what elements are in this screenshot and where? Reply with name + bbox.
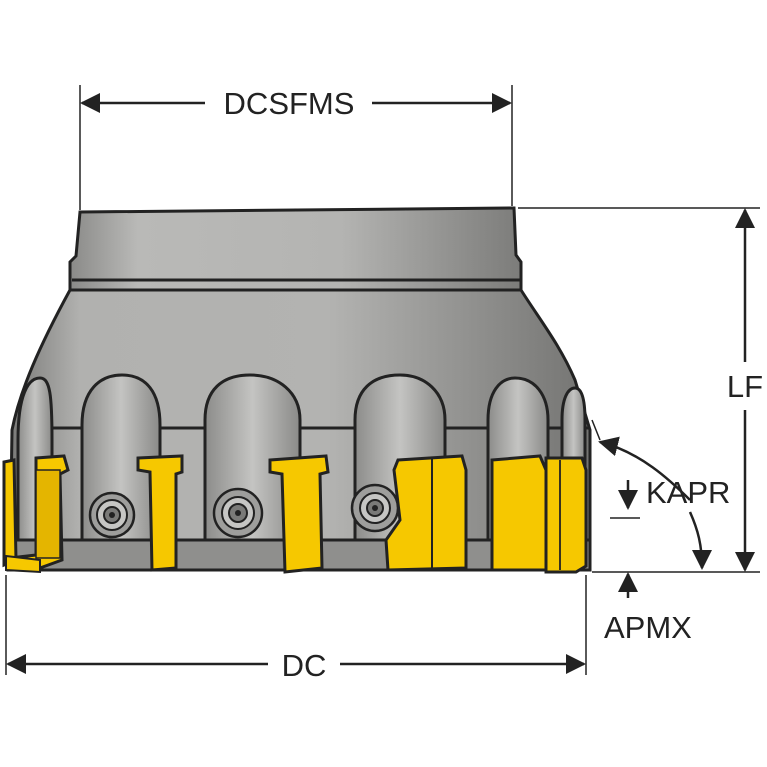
cutting-insert — [490, 454, 548, 572]
dimension-kapr: KAPR — [591, 419, 730, 570]
cutting-insert — [2, 458, 18, 568]
insert-screw-icon — [350, 483, 400, 533]
dc-label: DC — [282, 648, 327, 683]
dimension-apmx: APMX — [604, 572, 692, 645]
cutting-insert-face — [35, 469, 61, 559]
dimension-dcsfms: DCSFMS — [79, 85, 513, 210]
lf-label: LF — [727, 369, 763, 404]
insert-screw-icon — [212, 487, 264, 539]
apmx-label: APMX — [604, 610, 692, 645]
cutting-insert — [544, 456, 588, 574]
insert-screws — [88, 483, 400, 539]
insert-screw-icon — [88, 491, 136, 539]
cutting-insert — [268, 454, 330, 574]
cutting-edge — [5, 554, 41, 574]
dimension-lf: LF — [518, 207, 763, 573]
cutting-inserts — [2, 454, 588, 574]
cutting-insert — [136, 454, 184, 572]
dimension-dc: DC — [5, 575, 587, 683]
dcsfms-label: DCSFMS — [224, 86, 355, 121]
kapr-label: KAPR — [646, 475, 730, 510]
cutting-insert — [384, 454, 468, 572]
